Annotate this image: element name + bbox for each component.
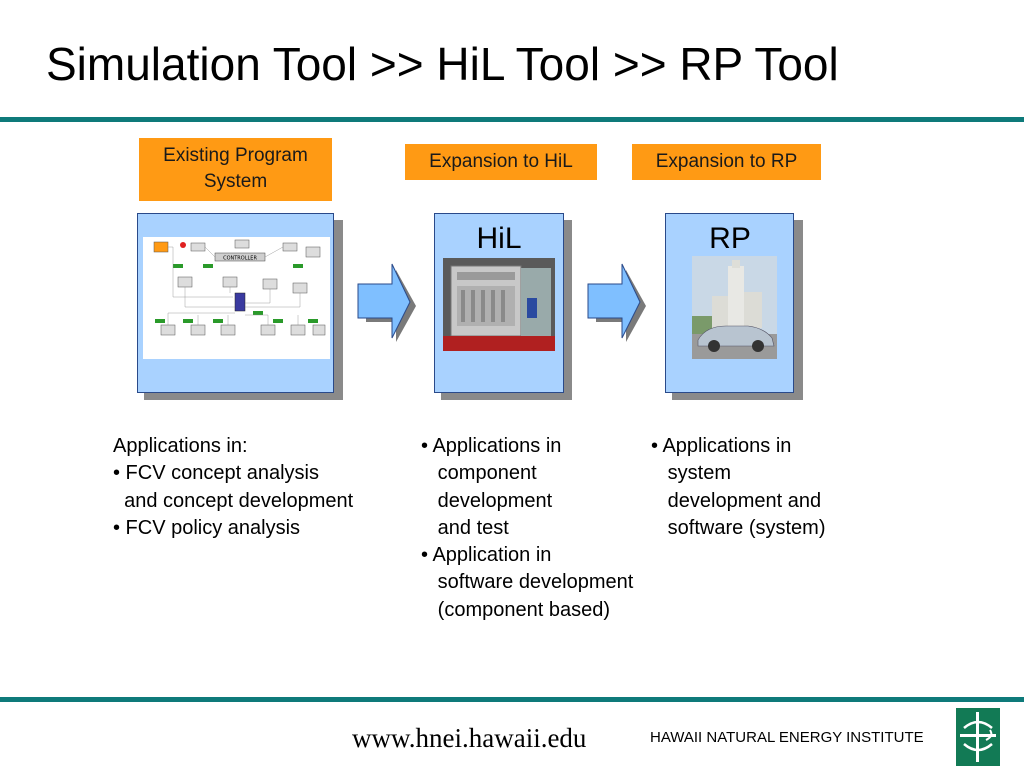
panel-hil: HiL (434, 213, 564, 393)
desc-simulation: Applications in: • FCV concept analysis … (113, 433, 413, 542)
top-divider (0, 117, 1024, 122)
fuel-cell-vehicle-photo-icon (692, 256, 777, 359)
desc-line: • Application in (421, 544, 552, 567)
desc-line: component (421, 462, 537, 485)
desc-line: • FCV concept analysis (113, 462, 319, 485)
hnei-logo-icon (956, 708, 1000, 766)
desc-line: Applications in: (113, 435, 248, 457)
panel-rp: RP (665, 213, 794, 393)
fuel-cell-vehicle-photo (692, 256, 777, 359)
controller-label: CONTROLLER (223, 256, 257, 262)
hil-hardware-photo (443, 258, 555, 351)
desc-line: software development (421, 571, 634, 594)
desc-line: development and (651, 489, 822, 512)
label-expansion-rp: Expansion to RP (632, 144, 821, 180)
institute-name: HAWAII NATURAL ENERGY INSTITUTE (650, 729, 924, 746)
label-expansion-hil: Expansion to HiL (405, 144, 597, 180)
simulink-controller-diagram-icon: CONTROLLER (153, 239, 326, 336)
arrow-right-icon (587, 263, 646, 342)
desc-line: • Applications in (421, 435, 562, 457)
desc-line: and concept development (113, 489, 354, 512)
simulink-diagram: CONTROLLER (143, 237, 330, 359)
panel-title-rp: RP (709, 222, 751, 255)
hnei-logo-mark (960, 712, 996, 762)
panel-title-hil: HiL (476, 222, 522, 255)
desc-line: and test (421, 516, 509, 539)
hil-hardware-photo-icon (443, 258, 555, 351)
label-existing-program: Existing Program System (139, 138, 332, 201)
bottom-divider (0, 697, 1024, 702)
desc-line: development (421, 489, 553, 512)
slide-title: Simulation Tool >> HiL Tool >> RP Tool (46, 38, 839, 90)
desc-rp: • Applications in system development and… (651, 433, 891, 542)
arrow-right-icon (357, 263, 416, 342)
desc-line: • Applications in (651, 435, 792, 457)
desc-hil: • Applications in component development … (421, 433, 681, 624)
panel-simulation: CONTROLLER (137, 213, 334, 393)
desc-line: system (651, 462, 732, 485)
desc-line: (component based) (421, 598, 610, 621)
desc-line: • FCV policy analysis (113, 516, 301, 539)
website-link[interactable]: www.hnei.hawaii.edu (352, 723, 587, 753)
desc-line: software (system) (651, 516, 826, 539)
